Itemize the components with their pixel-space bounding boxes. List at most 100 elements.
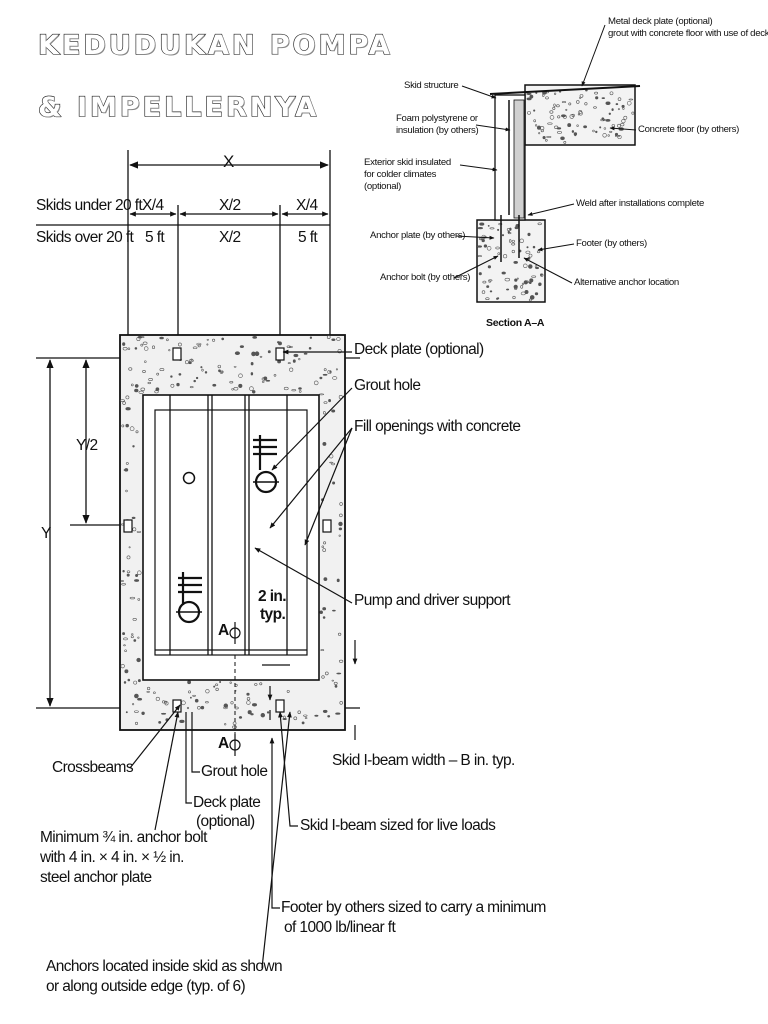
concrete-speck — [136, 657, 141, 663]
concrete-speck — [233, 386, 239, 391]
concrete-speck — [561, 114, 566, 118]
concrete-speck — [217, 364, 221, 369]
concrete-speck — [617, 123, 621, 128]
section-foam-line-1: Foam polystyrene or — [396, 113, 478, 124]
concrete-speck — [141, 711, 145, 715]
concrete-speck — [523, 280, 528, 285]
concrete-speck — [489, 227, 495, 230]
concrete-speck — [478, 272, 482, 276]
concrete-speck — [607, 134, 610, 137]
concrete-speck — [621, 119, 626, 124]
concrete-speck — [503, 254, 508, 259]
concrete-speck — [529, 295, 535, 300]
concrete-speck — [321, 545, 325, 549]
concrete-speck — [140, 343, 144, 347]
concrete-speck — [122, 401, 126, 405]
concrete-speck — [560, 136, 565, 141]
anchor-bolts — [500, 215, 520, 262]
concrete-speck — [249, 386, 254, 391]
concrete-speck — [338, 534, 341, 537]
concrete-speck — [123, 681, 127, 684]
concrete-speck — [298, 357, 301, 361]
concrete-speck — [155, 696, 160, 701]
concrete-speck — [283, 386, 289, 391]
concrete-speck — [125, 489, 128, 493]
concrete-speck — [188, 690, 191, 694]
concrete-speck — [251, 390, 256, 394]
concrete-speck — [134, 384, 139, 388]
title-line-1: KEDUDUKAN POMPA — [37, 29, 393, 61]
concrete-speck — [579, 96, 582, 99]
concrete-speck — [538, 283, 541, 287]
concrete-speck — [571, 130, 575, 133]
concrete-speck — [525, 291, 528, 294]
concrete-speck — [578, 111, 583, 116]
concrete-speck — [132, 527, 137, 532]
concrete-speck — [298, 387, 302, 390]
concrete-speck — [137, 636, 140, 639]
concrete-speck — [549, 115, 555, 120]
concrete-speck — [153, 691, 156, 695]
concrete-speck — [331, 679, 335, 682]
concrete-speck — [147, 686, 151, 691]
concrete-speck — [488, 280, 491, 283]
concrete-speck — [197, 344, 201, 348]
concrete-speck — [131, 633, 134, 636]
concrete-speck — [170, 383, 175, 388]
concrete-speck — [205, 689, 210, 694]
x-label: X — [223, 152, 234, 171]
concrete-speck — [577, 113, 580, 116]
concrete-speck — [339, 502, 343, 506]
concrete-speck — [121, 424, 125, 428]
concrete-speck — [218, 369, 221, 373]
leader-grout-hole-bottom — [191, 712, 200, 773]
concrete-speck — [338, 659, 344, 663]
concrete-speck — [322, 548, 326, 552]
section-marker-bottom — [229, 734, 241, 756]
concrete-speck — [126, 570, 131, 574]
concrete-speck — [537, 222, 542, 226]
concrete-speck — [132, 703, 135, 706]
pump-symbol-top — [253, 435, 279, 494]
concrete-speck — [592, 129, 595, 133]
concrete-speck — [155, 387, 160, 392]
row1-left-value: X/4 — [142, 197, 164, 214]
concrete-speck — [231, 388, 234, 391]
concrete-speck — [506, 228, 511, 231]
row1-right-value: X/4 — [296, 197, 318, 214]
concrete-speck — [584, 102, 588, 106]
concrete-speck — [162, 700, 166, 704]
concrete-speck — [250, 372, 254, 376]
leader-pump-support — [254, 547, 353, 604]
concrete-speck — [609, 130, 613, 133]
concrete-speck — [339, 513, 343, 518]
concrete-speck — [138, 390, 144, 394]
concrete-speck — [337, 632, 342, 636]
concrete-speck — [129, 596, 136, 600]
concrete-speck — [197, 706, 201, 710]
concrete-speck — [142, 341, 148, 345]
row2-mid-value: X/2 — [219, 229, 241, 246]
concrete-speck — [556, 131, 563, 134]
concrete-speck — [583, 125, 588, 129]
concrete-speck — [602, 133, 607, 138]
concrete-speck — [531, 275, 537, 278]
section-leaders — [453, 24, 637, 284]
concrete-speck — [283, 715, 286, 720]
concrete-speck — [337, 349, 342, 354]
concrete-speck — [595, 130, 598, 134]
concrete-speck — [326, 335, 331, 339]
concrete-speck — [521, 282, 525, 286]
concrete-speck — [133, 680, 138, 685]
section-exterior-line-1: Exterior skid insulated — [364, 157, 451, 168]
concrete-speck — [288, 346, 293, 348]
concrete-speck — [192, 694, 196, 697]
concrete-speck — [593, 106, 597, 109]
concrete-speck — [147, 381, 152, 385]
concrete-speck — [230, 701, 234, 705]
concrete-speck — [137, 697, 143, 701]
concrete-speck — [608, 112, 611, 115]
callout-deck-plate: Deck plate (optional) — [354, 341, 484, 358]
concrete-speck — [193, 379, 196, 383]
concrete-speck — [327, 369, 332, 375]
